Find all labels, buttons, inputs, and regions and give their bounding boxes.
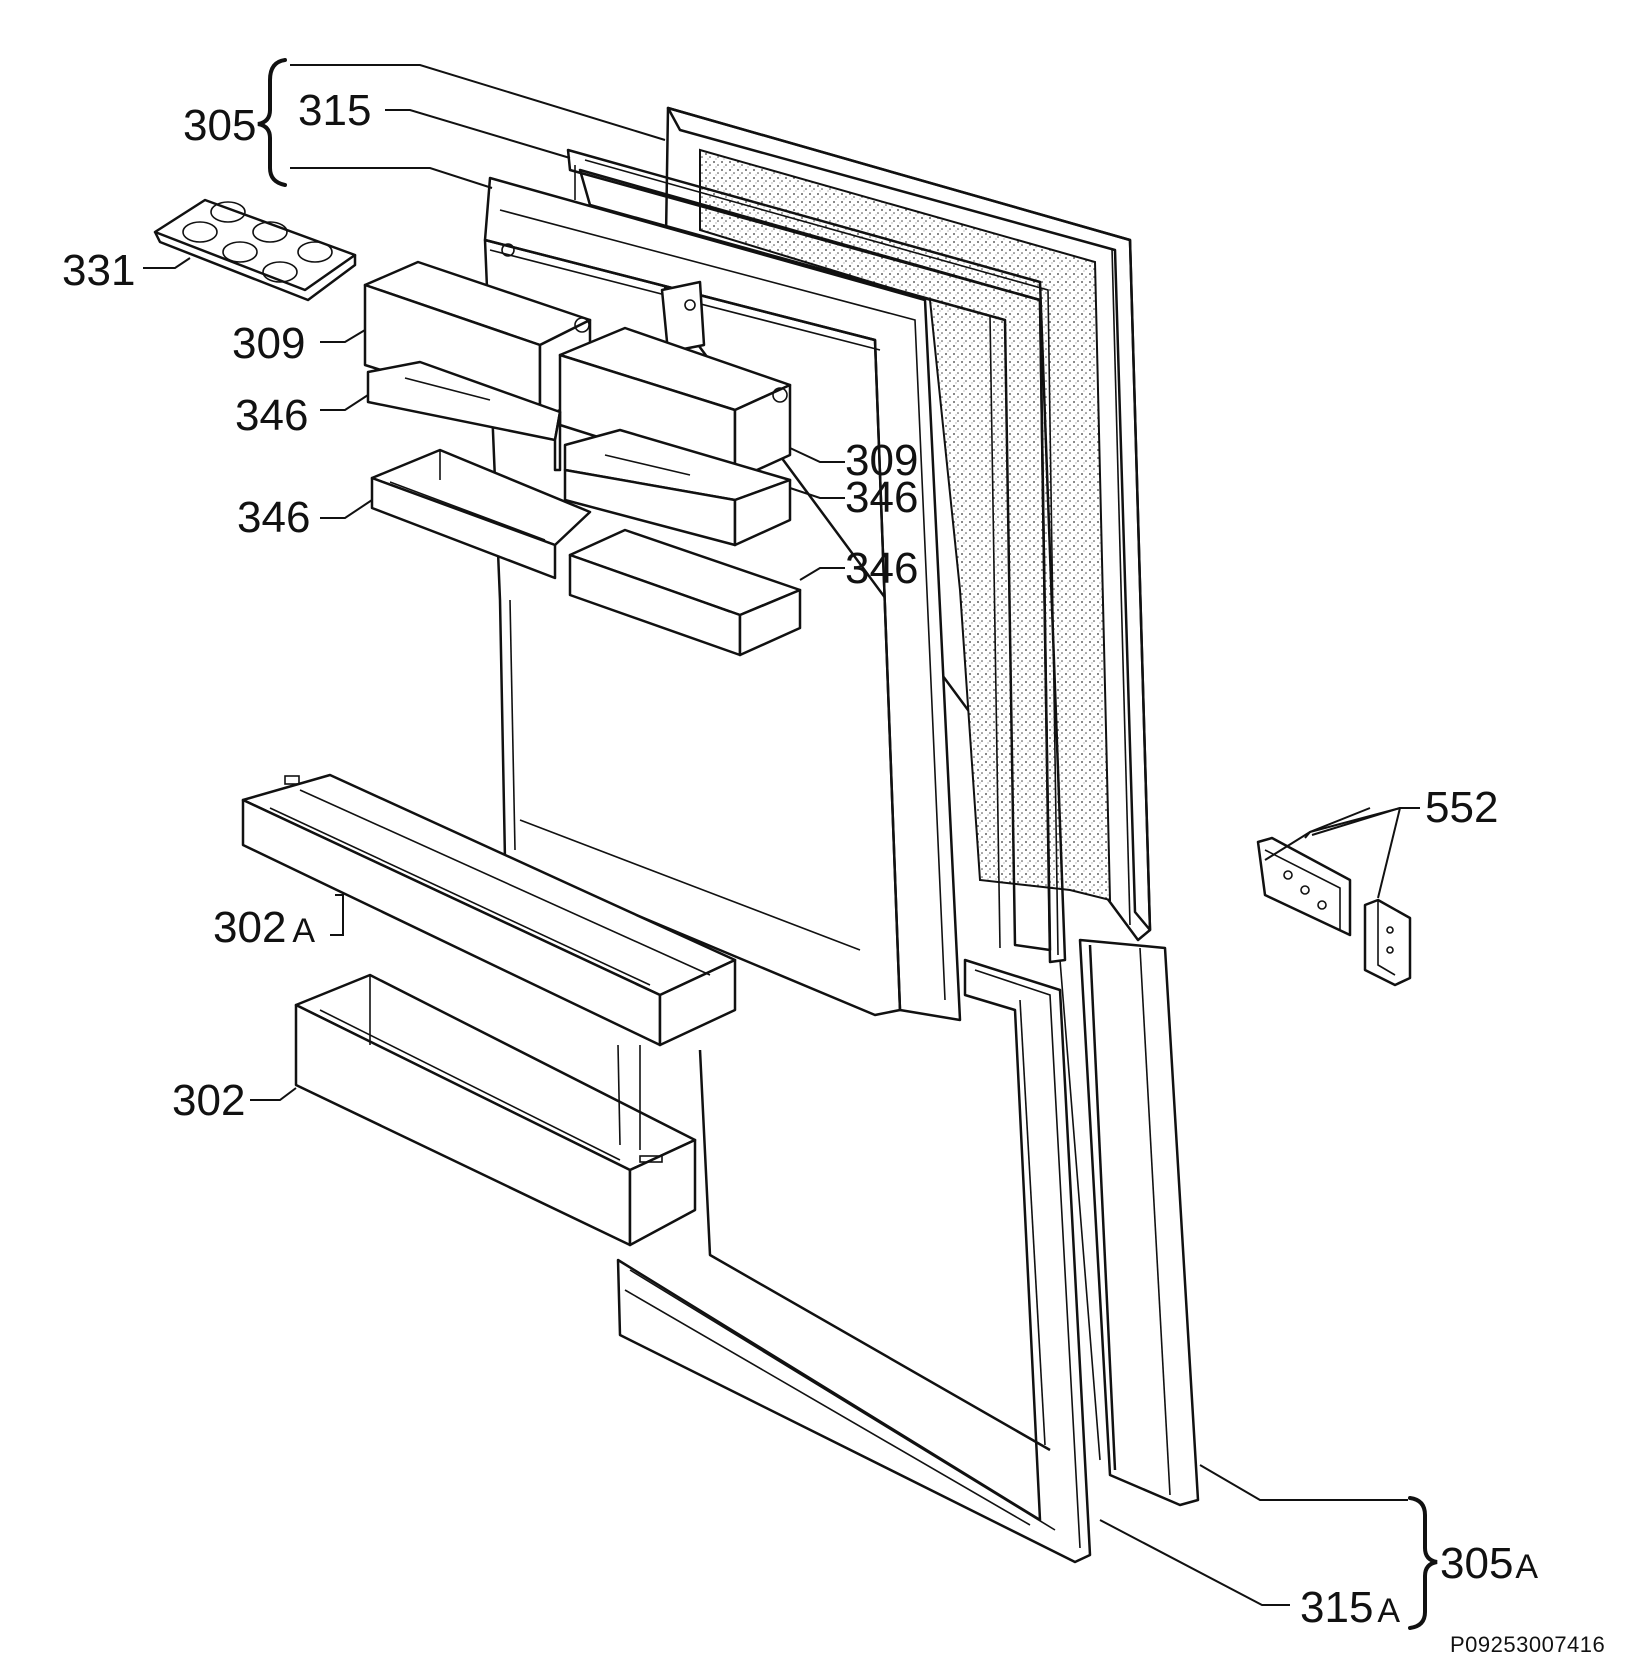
hinge-bracket-552 bbox=[1363, 898, 1412, 987]
bottle-shelf-302A bbox=[241, 773, 737, 1047]
door-shelf-346-middle-left bbox=[370, 448, 592, 580]
label-305A-number: 305 bbox=[1440, 1539, 1513, 1588]
label-331: 331 bbox=[62, 246, 135, 295]
label-302: 302 bbox=[172, 1076, 245, 1125]
bottle-shelf-302 bbox=[294, 973, 697, 1247]
label-552: 552 bbox=[1425, 783, 1498, 832]
label-302A-number: 302 bbox=[213, 903, 286, 952]
label-309-left: 309 bbox=[232, 319, 305, 368]
hinge-plate-552 bbox=[1256, 836, 1352, 937]
upper-door-inner-liner bbox=[483, 176, 962, 1022]
label-346-middle-left: 346 bbox=[237, 493, 310, 542]
door-shelf-346-upper-right bbox=[563, 428, 792, 547]
label-315: 315 bbox=[298, 86, 371, 135]
dairy-compartment-309-right bbox=[558, 326, 792, 482]
label-305A: 305A bbox=[1440, 1539, 1538, 1588]
label-346-middle-right: 346 bbox=[845, 544, 918, 593]
lower-door-outer-panel-305A bbox=[1059, 938, 1200, 1507]
label-315A-suffix: A bbox=[1377, 1592, 1400, 1630]
label-315A-number: 315 bbox=[1300, 1583, 1373, 1632]
lower-door-inner-liner bbox=[698, 999, 1051, 1452]
lower-door-gasket-315A bbox=[616, 958, 1092, 1564]
door-shelf-346-middle-right bbox=[568, 528, 802, 657]
brace-305A bbox=[1408, 1496, 1438, 1630]
upper-door-insulation-foam bbox=[699, 148, 1112, 902]
brace-305 bbox=[257, 58, 287, 187]
drawing-code: P09253007416 bbox=[1450, 1632, 1605, 1657]
label-305A-suffix: A bbox=[1515, 1548, 1538, 1586]
label-302A-suffix: A bbox=[292, 912, 315, 950]
label-309-right: 309 bbox=[845, 436, 918, 485]
door-shelf-346-upper-left bbox=[366, 360, 562, 472]
label-346-upper-right: 346 bbox=[845, 473, 918, 522]
label-305: 305 bbox=[183, 101, 256, 150]
leader-lines bbox=[143, 64, 1420, 1606]
label-346-upper-left: 346 bbox=[235, 391, 308, 440]
egg-tray-331 bbox=[153, 198, 357, 302]
